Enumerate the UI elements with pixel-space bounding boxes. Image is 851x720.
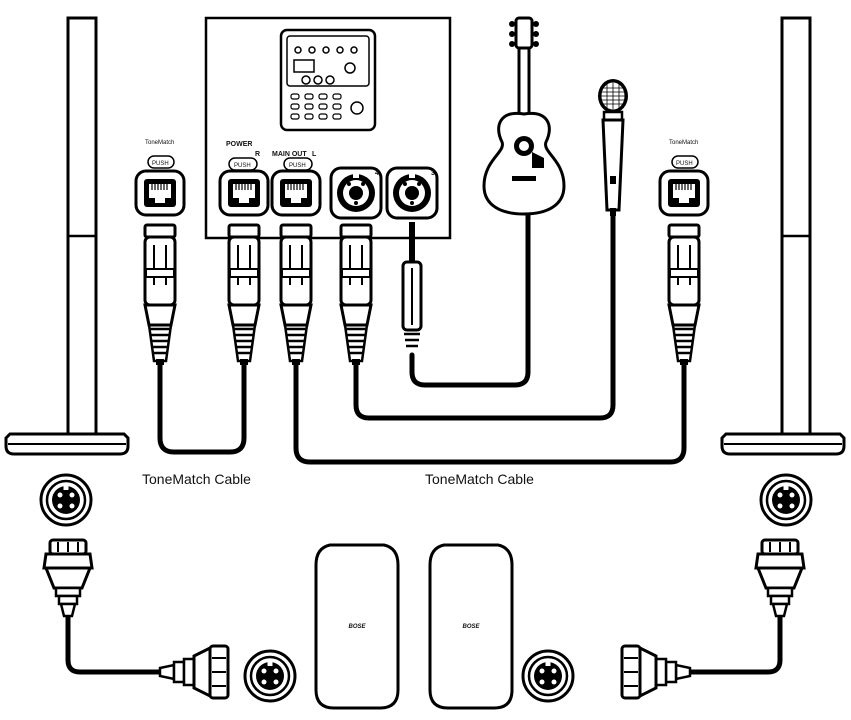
main-out-label: MAIN OUT	[272, 151, 307, 158]
mixer-panel: POWER R MAIN OUT L PUSH PUSH 4 3	[204, 16, 452, 240]
guitar-cable	[409, 207, 531, 388]
column-speaker-icon	[66, 16, 98, 440]
tonematch-logo: ToneMatch	[145, 140, 174, 146]
main-out-l-label: L	[312, 151, 317, 158]
right-sub-sublink-connector-icon[interactable]	[521, 649, 575, 703]
right-sublink-plug	[754, 538, 806, 618]
right-sub-sublink-plug	[620, 644, 692, 700]
input-4-xlr-combo-jack-icon[interactable]	[329, 166, 383, 220]
column-speaker-icon	[780, 16, 812, 440]
input-3-xlr-combo-jack-icon[interactable]	[385, 166, 439, 220]
left-base-sublink-connector-icon[interactable]	[39, 473, 93, 527]
right-base-sublink-connector-icon[interactable]	[759, 473, 813, 527]
push-label: PUSH	[676, 161, 693, 167]
right-sublink-cable	[687, 612, 783, 675]
instrument-plug	[401, 222, 423, 348]
left-column-speaker	[4, 16, 130, 456]
left-sub-sublink-plug	[158, 644, 230, 700]
left-sub-sublink-connector-icon[interactable]	[243, 649, 297, 703]
acoustic-guitar-icon	[482, 16, 566, 216]
right-speaker-ethernet-port-icon[interactable]	[658, 169, 710, 217]
microphone-icon	[598, 79, 628, 216]
right-speaker-tonematch-port: ToneMatch PUSH	[658, 140, 710, 217]
left-sublink-cable	[65, 612, 163, 675]
power-r-ethernet-port-icon[interactable]	[218, 169, 270, 217]
push-label: PUSH	[289, 163, 306, 169]
push-label: PUSH	[152, 161, 169, 167]
power-r-tonematch-plug	[227, 223, 261, 367]
center-tonematch-cable-label: ToneMatch Cable	[425, 471, 534, 487]
left-tonematch-cable-label: ToneMatch Cable	[142, 471, 251, 487]
input-4-xlr-plug	[339, 223, 373, 367]
left-speaker-tonematch-port: ToneMatch PUSH	[134, 140, 186, 217]
push-label: PUSH	[234, 163, 251, 169]
right-subwoofer: BOSE	[428, 543, 514, 710]
input-3-label: 3	[431, 170, 435, 177]
main-out-l-tonematch-plug	[279, 223, 313, 367]
power-label: POWER	[226, 141, 252, 148]
center-tonematch-cable	[293, 362, 687, 465]
power-r-label: R	[255, 151, 260, 158]
tonematch-logo: ToneMatch	[669, 140, 698, 146]
subwoofer-icon	[314, 543, 400, 710]
subwoofer-icon	[428, 543, 514, 710]
left-tonematch-cable	[157, 362, 247, 455]
bose-logo: BOSE	[348, 624, 366, 630]
main-out-l-ethernet-port-icon[interactable]	[270, 169, 322, 217]
right-column-speaker	[720, 16, 846, 456]
left-speaker-tonematch-plug	[143, 223, 177, 367]
left-speaker-ethernet-port-icon[interactable]	[134, 169, 186, 217]
bose-logo: BOSE	[462, 624, 480, 630]
microphone-cable	[353, 212, 616, 421]
right-speaker-tonematch-plug	[667, 223, 701, 367]
left-subwoofer: BOSE	[314, 543, 400, 710]
cables	[65, 207, 783, 675]
input-4-label: 4	[375, 170, 379, 177]
left-sublink-plug	[42, 538, 94, 618]
tonematch-mixer-icon	[279, 28, 377, 132]
